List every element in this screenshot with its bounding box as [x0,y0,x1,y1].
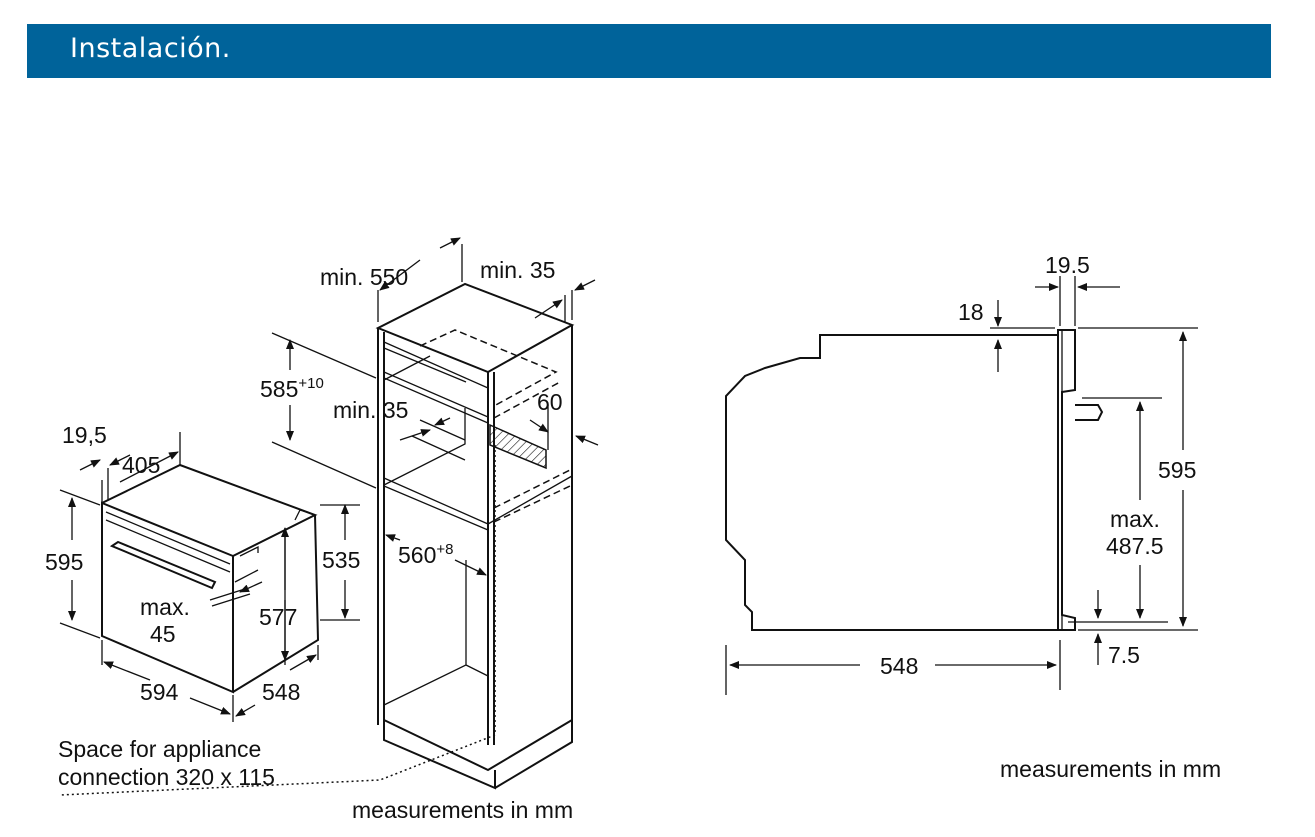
cabinet-dimensions: min. 550 min. 35 585+10 min. 35 60 560+8… [58,237,599,823]
label-door-offset: 19,5 [62,422,107,448]
label-depth-top: 405 [122,452,160,478]
label-oven-height: 595 [45,549,83,575]
units-right: measurements in mm [1000,756,1221,782]
label-max: max. [1110,506,1160,532]
label-oven-width: 594 [140,679,179,705]
label-min-depth: min. 550 [320,264,408,290]
label-niche-height-cabinet: 585+10 [260,375,324,402]
label-vent: 60 [537,389,563,415]
oven-side-view [725,329,1104,631]
label-side-height: 595 [1158,457,1196,483]
label-inner-height: 577 [259,604,297,630]
label-handle-value: 45 [150,621,176,647]
section-title: Instalación. [70,33,231,64]
oven-isometric [101,463,320,694]
units-left: measurements in mm [352,797,573,823]
label-side-depth: 548 [880,653,918,679]
label-bottom: 7.5 [1108,642,1140,668]
label-door-thickness: 19.5 [1045,252,1090,278]
label-top-gap: 18 [958,299,984,325]
note-line-1: Space for appliance [58,736,261,762]
section-header: Instalación. [27,24,1271,78]
label-max-value: 487.5 [1106,533,1164,559]
label-handle-max: max. [140,594,190,620]
label-niche-height: 535 [322,547,360,573]
cabinet-isometric [59,282,575,796]
note-line-2: connection 320 x 115 [58,764,275,790]
side-view-dimensions: 19.5 18 595 max. 487.5 7.5 548 measureme… [725,252,1221,782]
label-min-back: min. 35 [480,257,555,283]
label-niche-width: 560+8 [398,541,453,568]
label-oven-depth: 548 [262,679,300,705]
label-min-vent: min. 35 [333,397,408,423]
oven-dimensions: 19,5 405 595 max. 45 577 535 594 548 [45,422,360,722]
